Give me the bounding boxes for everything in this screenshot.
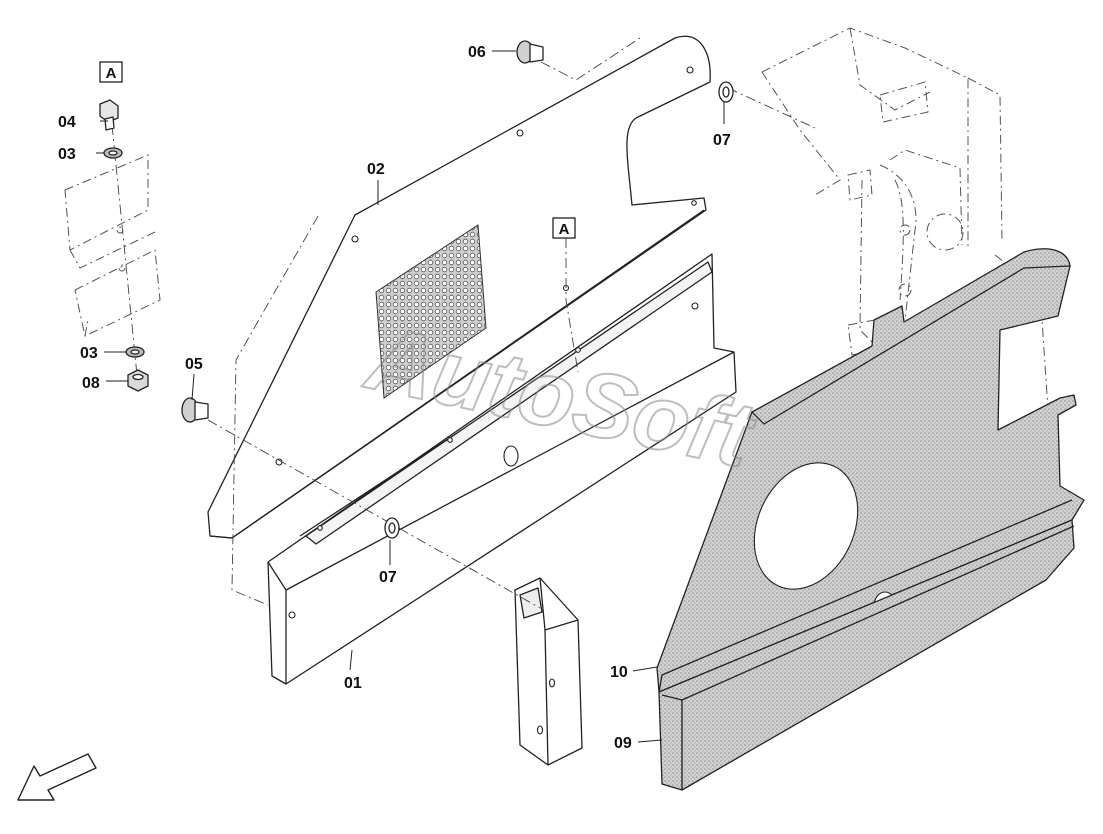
label-part-07-bottom: 07 bbox=[379, 569, 397, 586]
nut-08 bbox=[127, 369, 149, 392]
leader-lines bbox=[96, 50, 725, 743]
mesh-grille bbox=[375, 224, 487, 399]
part-02-side-panel bbox=[207, 35, 711, 539]
washer-07-bottom bbox=[384, 517, 400, 539]
label-part-06: 06 bbox=[468, 44, 486, 61]
bolt-04 bbox=[99, 99, 119, 131]
washer-07-top bbox=[718, 81, 734, 103]
label-part-07-top: 07 bbox=[713, 132, 731, 149]
part-01-channel-bracket bbox=[267, 253, 737, 685]
svg-text:A: A bbox=[106, 65, 117, 82]
label-part-01: 01 bbox=[344, 675, 362, 692]
label-part-02: 02 bbox=[367, 161, 385, 178]
machine-frame-outline bbox=[761, 27, 1051, 441]
label-part-04: 04 bbox=[58, 114, 76, 131]
arrow-down-left-icon bbox=[17, 753, 97, 801]
reference-box-a-center: A bbox=[552, 217, 576, 239]
assembly-axis-lines bbox=[111, 37, 816, 609]
part-10-upper-foam-panel bbox=[656, 248, 1085, 693]
fastener-06 bbox=[516, 40, 544, 64]
label-part-03-top: 03 bbox=[58, 146, 76, 163]
mounting-post bbox=[514, 577, 583, 766]
fastener-05 bbox=[181, 397, 209, 423]
large-round-opening bbox=[753, 462, 859, 590]
label-part-05: 05 bbox=[185, 356, 203, 373]
left-bracket-outline bbox=[64, 154, 161, 337]
washer-03-top bbox=[103, 147, 123, 159]
label-part-08: 08 bbox=[82, 375, 100, 392]
reference-box-a-left: A bbox=[99, 61, 123, 83]
label-part-10: 10 bbox=[610, 664, 628, 681]
label-part-03-bottom: 03 bbox=[80, 345, 98, 362]
label-part-09: 09 bbox=[614, 735, 632, 752]
part-09-lower-foam-panel bbox=[658, 519, 1075, 791]
washer-03-bottom bbox=[125, 346, 145, 358]
svg-text:A: A bbox=[559, 221, 570, 238]
